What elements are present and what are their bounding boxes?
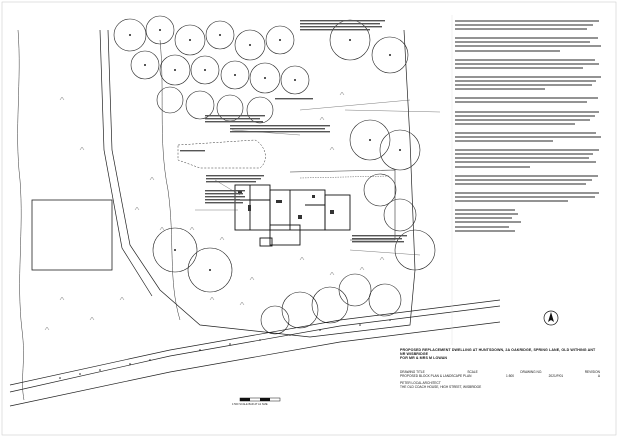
tree-trunks (129, 29, 401, 271)
col-revision: REVISION (584, 370, 600, 374)
existing-outbuilding (31, 199, 113, 271)
annotation-leaders (195, 99, 441, 256)
grass-symbols (44, 91, 385, 331)
practice-name: PETER LOCAL ARCHITECT (400, 381, 441, 385)
hedge-dots (59, 319, 391, 379)
title-block-value-row: PROPOSED BLOCK PLAN & LANDSCAPE PLAN 1:5… (400, 374, 600, 378)
col-drawing-title: DRAWING TITLE (400, 370, 425, 374)
val-revision: A (597, 374, 600, 378)
scale-bar (239, 397, 281, 402)
north-arrow-icon (543, 310, 559, 326)
annotation-text-blocks (180, 20, 407, 243)
practice-address: THE OLD COACH HOUSE, HIGH STREET, WISBRI… (400, 385, 482, 389)
west-hedge (17, 29, 181, 401)
val-drawing-title: PROPOSED BLOCK PLAN & LANDSCAPE PLAN (400, 374, 472, 378)
proposed-dwelling (234, 184, 351, 247)
driveway-outline (177, 139, 266, 169)
drawing-subtitle: FOR MR & MRS M LOWAN (400, 356, 448, 360)
dwelling-hatch (238, 190, 334, 219)
val-scale: 1:500 (506, 374, 515, 378)
val-drawing-no: 2021/P/01 (548, 374, 564, 378)
drawing-title: PROPOSED REPLACEMENT DWELLING AT HUNTSDO… (400, 348, 596, 356)
road (9, 299, 501, 407)
terrace-inner (299, 175, 391, 179)
site-boundary (99, 29, 416, 338)
specification-notes (455, 20, 605, 280)
title-block-header-row: DRAWING TITLE SCALE DRAWING NO. REVISION (400, 370, 600, 374)
scale-bar-caption: 1:500 SCALE BAR AT A1 SIZE (232, 403, 268, 406)
terrace (289, 169, 396, 241)
title-block: PROPOSED REPLACEMENT DWELLING AT HUNTSDO… (400, 348, 600, 428)
tree-canopies (113, 15, 436, 335)
col-drawing-no: DRAWING NO. (520, 370, 543, 374)
col-scale: SCALE (467, 370, 478, 374)
